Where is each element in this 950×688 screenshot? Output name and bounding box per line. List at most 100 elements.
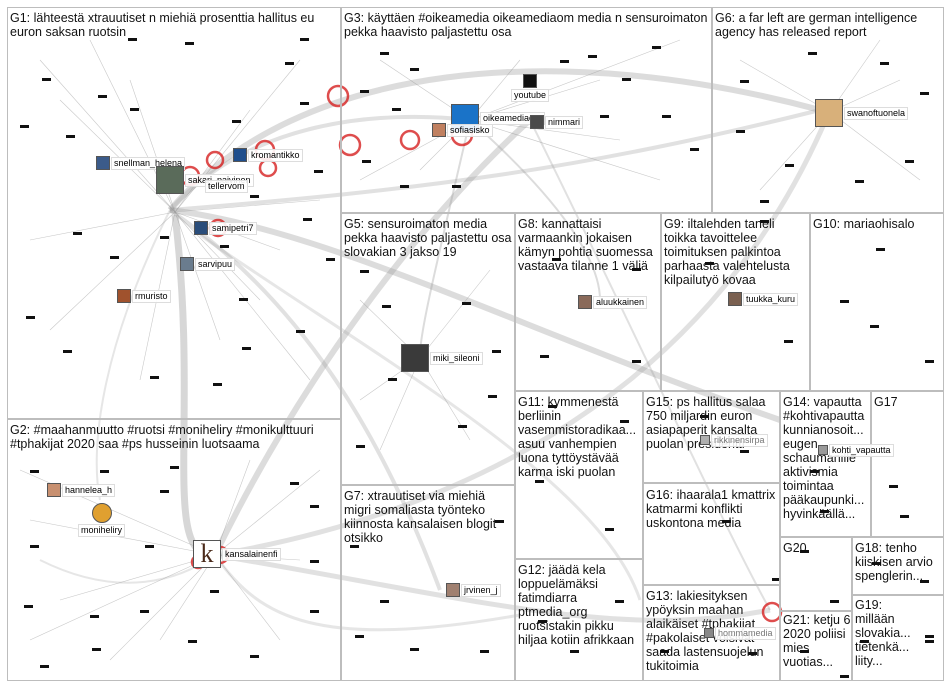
node-label: sofiasisko (447, 123, 493, 137)
node-marker (232, 120, 241, 123)
edge-g2 (59, 554, 216, 601)
node-marker (213, 383, 222, 386)
node-marker (400, 185, 409, 188)
node-kohti-vapautta[interactable]: kohti_vapautta (818, 443, 894, 457)
node-marker (760, 220, 769, 223)
node-marker (356, 445, 365, 448)
edge-g2 (159, 554, 216, 641)
edge-g5 (379, 357, 421, 451)
node-marker (925, 635, 934, 638)
avatar (401, 344, 429, 372)
edge-g2 (214, 459, 251, 556)
group-box-g21 (780, 611, 852, 681)
group-label-g8: G9: iltalehden taneli toikka tavoittelee… (664, 217, 790, 287)
group-box-g2 (7, 419, 341, 681)
node-tellervom[interactable]: tellervom (204, 179, 248, 193)
node-nimmari[interactable]: nimmari (530, 115, 584, 129)
node-marker (700, 415, 709, 418)
node-marker (480, 650, 489, 653)
node-label: moniheliry (78, 524, 126, 537)
node-marker (300, 102, 309, 105)
node-marker (920, 92, 929, 95)
edge-bundle (214, 109, 833, 558)
group-label-g9: G8: kannattaisi varmaankin jokaisen kämy… (518, 217, 653, 273)
node-marker (538, 620, 547, 623)
group-label-g21: G21: ketju 6 2020 poliisi mies vuotias..… (783, 613, 851, 669)
node-hannelea-h[interactable]: hannelea_h (47, 483, 116, 497)
group-box-g14 (780, 391, 871, 537)
node-tuukka-kuru[interactable]: tuukka_kuru (728, 292, 799, 306)
avatar (578, 295, 592, 309)
group-label-g7: G7: xtrauutiset via miehiä migri somalia… (344, 489, 497, 545)
node-marker (220, 245, 229, 248)
node-marker (690, 148, 699, 151)
node-marker (492, 350, 501, 353)
node-label: aluukkainen (593, 295, 648, 309)
edge-g1 (174, 211, 221, 341)
group-box-g12 (515, 559, 643, 681)
node-marker (588, 55, 597, 58)
node-jrvinen-j[interactable]: jrvinen_j (446, 583, 501, 597)
node-sarvipuu[interactable]: sarvipuu (180, 257, 236, 271)
edge-g3 (469, 119, 661, 181)
node-label: rikkinensirpa (711, 433, 768, 447)
node-kansalainenfi[interactable]: k kansalainenfi (193, 540, 281, 568)
node-marker (740, 80, 749, 83)
node-marker (925, 360, 934, 363)
node-label: tuukka_kuru (743, 292, 799, 306)
node-marker (808, 52, 817, 55)
node-marker (840, 300, 849, 303)
node-marker (632, 360, 641, 363)
node-kromantikko[interactable]: kromantikko (233, 148, 303, 162)
node-marker (800, 550, 809, 553)
node-marker (600, 115, 609, 118)
group-label-g3: G3: käyttäen #oikeamedia oikeamediaom me… (344, 11, 708, 39)
node-marker (410, 68, 419, 71)
node-marker (740, 450, 749, 453)
edge-bundle (168, 208, 442, 591)
node-miki-sileoni[interactable]: miki_sileoni (401, 344, 483, 372)
node-aluukkainen[interactable]: aluukkainen (578, 295, 648, 309)
group-box-g5 (341, 213, 515, 485)
node-sofiasisko[interactable]: sofiasisko (432, 123, 493, 137)
node-marker (905, 160, 914, 163)
avatar (432, 123, 446, 137)
node-marker (128, 38, 137, 41)
avatar (117, 289, 131, 303)
node-marker (925, 640, 934, 643)
node-marker (66, 135, 75, 138)
node-samipetri7[interactable]: samipetri7 (194, 221, 257, 235)
edge-bundle (95, 209, 171, 501)
node-marker (130, 108, 139, 111)
node-marker (920, 580, 929, 583)
node-marker (605, 528, 614, 531)
node-label: nimmari (545, 115, 584, 129)
node-hommamedia[interactable]: hommamedia (704, 626, 776, 640)
node-marker (296, 330, 305, 333)
node-youtube[interactable]: youtube (511, 74, 550, 102)
group-label-g18: G18: tenho kiiskisen arvio spenglerin... (855, 541, 933, 583)
edge-g1 (174, 109, 251, 213)
node-marker (290, 482, 299, 485)
node-rmuristo[interactable]: rmuristo (117, 289, 171, 303)
group-label-g13: G13: lakiesityksen ypöyksin maahan alaik… (646, 589, 764, 673)
edge-g2 (29, 519, 216, 556)
edge-g1 (29, 211, 176, 241)
node-moniheliry[interactable]: moniheliry (78, 503, 126, 537)
node-label: hannelea_h (62, 483, 116, 497)
edge-g1 (174, 59, 301, 213)
edge-g2 (214, 469, 321, 556)
node-marker (652, 46, 661, 49)
node-marker (150, 376, 159, 379)
avatar (700, 435, 710, 445)
node-label: rmuristo (132, 289, 171, 303)
node-marker (458, 425, 467, 428)
node-swanoftuonela[interactable]: swanoftuonela (815, 99, 909, 127)
node-rikkinensirpa[interactable]: rikkinensirpa (700, 433, 768, 447)
group-box-g3 (341, 7, 712, 213)
group-label-g5: G5: sensuroimaton media pekka haavisto p… (344, 217, 512, 259)
avatar (530, 115, 544, 129)
edge-g6 (829, 111, 921, 181)
node-marker (855, 180, 864, 183)
group-label-g1: G1: lähteestä xtrauutiset n miehiä prose… (10, 11, 315, 39)
